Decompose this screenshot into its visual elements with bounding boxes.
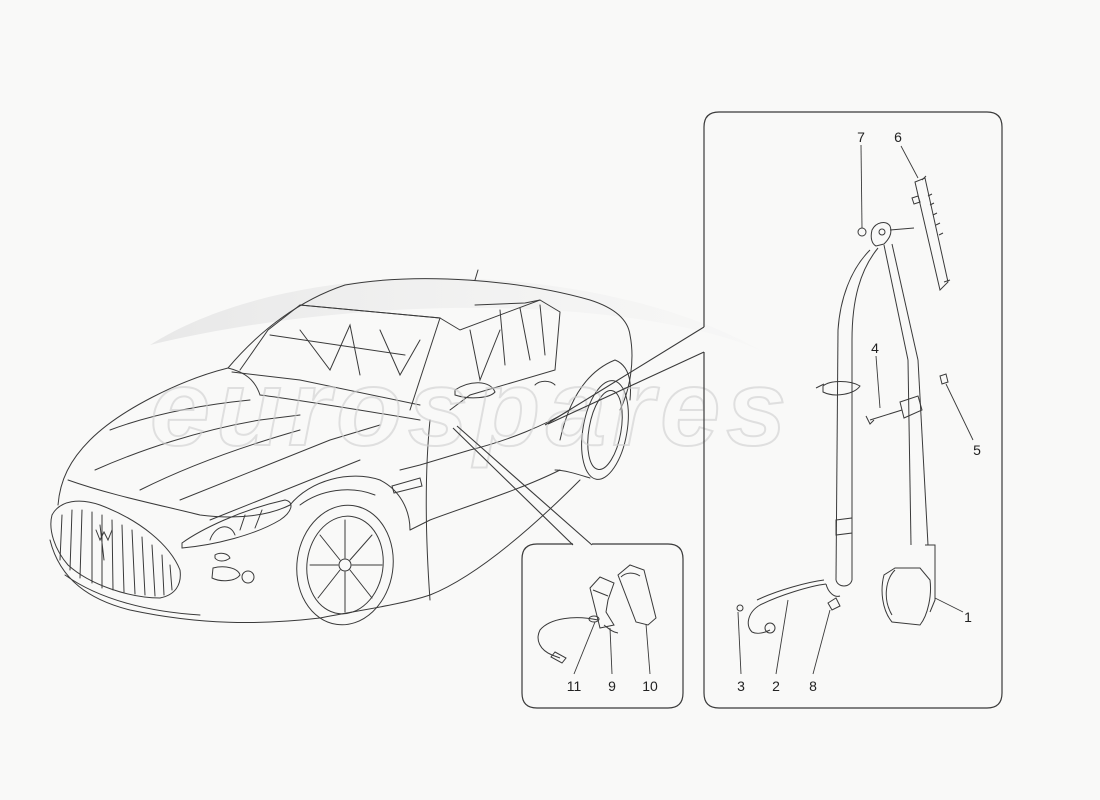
part-label-1: 1 [964,609,972,625]
part-label-9: 9 [608,678,616,694]
main-callout-box [703,111,1003,709]
label-leaders [573,144,974,675]
part-label-4: 4 [871,340,879,356]
car-illustration [49,269,633,626]
part-label-6: 6 [894,129,902,145]
watermark-text: eurospares [149,346,792,469]
part-label-2: 2 [772,678,780,694]
part-label-11: 11 [566,678,582,694]
buckle-parts [537,564,657,664]
part-label-3: 3 [737,678,745,694]
seatbelt-parts [736,175,951,634]
part-label-7: 7 [857,129,865,145]
part-label-10: 10 [642,678,658,694]
part-label-8: 8 [809,678,817,694]
buckle-callout-box [521,543,684,709]
watermark-swoosh [150,278,760,350]
part-label-5: 5 [973,442,981,458]
svg-text:eurospares: eurospares [150,347,792,468]
leader-lines [452,326,705,546]
